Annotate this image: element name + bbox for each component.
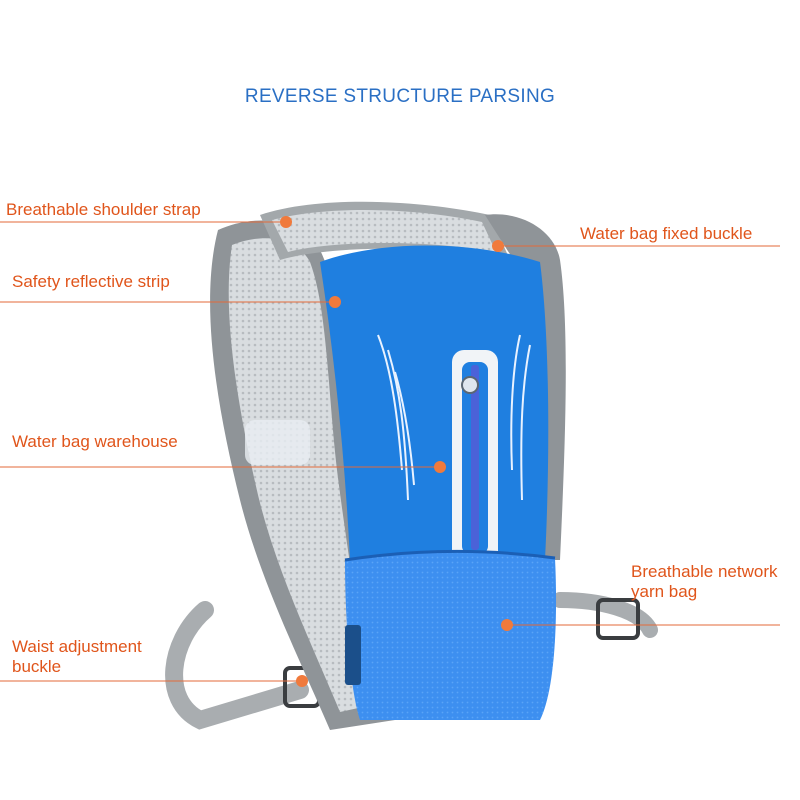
- callout-dot-water-bag-fixed-buckle: [492, 240, 504, 252]
- callout-dot-breathable-shoulder-strap: [280, 216, 292, 228]
- callout-text: Safety reflective strip: [12, 272, 170, 291]
- mesh-pocket: [344, 549, 557, 720]
- callout-text: yarn bag: [631, 582, 698, 601]
- callout-label-waist-adjustment-buckle: Waist adjustment buckle: [12, 637, 142, 677]
- callout-dots: [280, 216, 513, 687]
- callout-dot-safety-reflective-strip: [329, 296, 341, 308]
- callout-label-water-bag-fixed-buckle: Water bag fixed buckle: [580, 224, 752, 244]
- callout-dot-water-bag-warehouse: [434, 461, 446, 473]
- callout-text: Breathable shoulder strap: [6, 200, 201, 219]
- callout-text: buckle: [12, 657, 62, 676]
- callout-text: Water bag warehouse: [12, 432, 178, 451]
- callout-label-safety-reflective-strip: Safety reflective strip: [12, 272, 170, 292]
- callout-label-breathable-shoulder-strap: Breathable shoulder strap: [6, 200, 201, 220]
- leader-lines: [0, 221, 780, 682]
- callout-text: Breathable network: [631, 562, 778, 581]
- page-title: REVERSE STRUCTURE PARSING: [244, 86, 556, 107]
- callout-label-breathable-network-yarn-bag: Breathable network yarn bag: [631, 562, 777, 602]
- callout-text: Water bag fixed buckle: [580, 224, 753, 243]
- waist-strap-left: [165, 601, 309, 730]
- pack-body: [320, 245, 549, 565]
- callout-dot-waist-adjustment-buckle: [296, 675, 308, 687]
- callout-text: Waist adjustment: [12, 637, 142, 656]
- waist-strap-right: [552, 592, 658, 640]
- callout-label-water-bag-warehouse: Water bag warehouse: [12, 432, 178, 452]
- top-strap: [260, 201, 510, 260]
- callout-dot-breathable-network-yarn-bag: [501, 619, 513, 631]
